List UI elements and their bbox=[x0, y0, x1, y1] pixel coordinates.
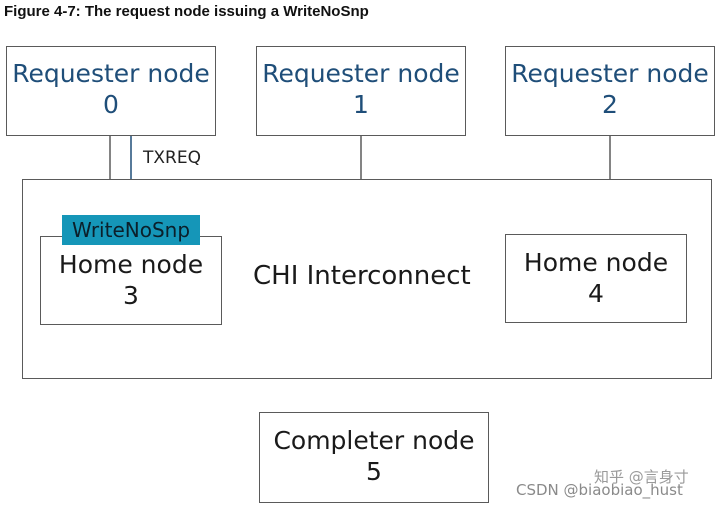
requester-node-id: 2 bbox=[602, 90, 618, 119]
requester-node-id: 0 bbox=[103, 90, 119, 119]
home-node-title: Home node bbox=[523, 248, 669, 277]
completer-node-title: Completer node bbox=[273, 426, 475, 455]
home-node-id: 4 bbox=[588, 279, 604, 308]
figure-caption: Figure 4-7: The request node issuing a W… bbox=[4, 3, 369, 20]
home-node-4: Home node 4 bbox=[505, 234, 687, 323]
home-node-title: Home node bbox=[58, 250, 204, 279]
requester-node-title: Requester node bbox=[511, 59, 709, 88]
requester-node-2: Requester node 2 bbox=[505, 46, 715, 136]
zhihu-watermark: 知乎 @言身寸 bbox=[594, 468, 689, 486]
txreq-label: TXREQ bbox=[143, 148, 201, 168]
requester-node-title: Requester node bbox=[262, 59, 460, 88]
requester-node-0: Requester node 0 bbox=[6, 46, 216, 136]
requester-node-1: Requester node 1 bbox=[256, 46, 466, 136]
requester-node-id: 1 bbox=[353, 90, 369, 119]
writenosnp-badge: WriteNoSnp bbox=[62, 215, 200, 245]
completer-node-5: Completer node 5 bbox=[259, 412, 489, 503]
home-node-id: 3 bbox=[123, 281, 139, 310]
requester-node-title: Requester node bbox=[12, 59, 210, 88]
completer-node-id: 5 bbox=[366, 457, 382, 486]
csdn-watermark: CSDN @biaobiao_hust bbox=[516, 481, 683, 499]
interconnect-label: CHI Interconnect bbox=[253, 261, 471, 291]
home-node-3: Home node 3 bbox=[40, 236, 222, 325]
